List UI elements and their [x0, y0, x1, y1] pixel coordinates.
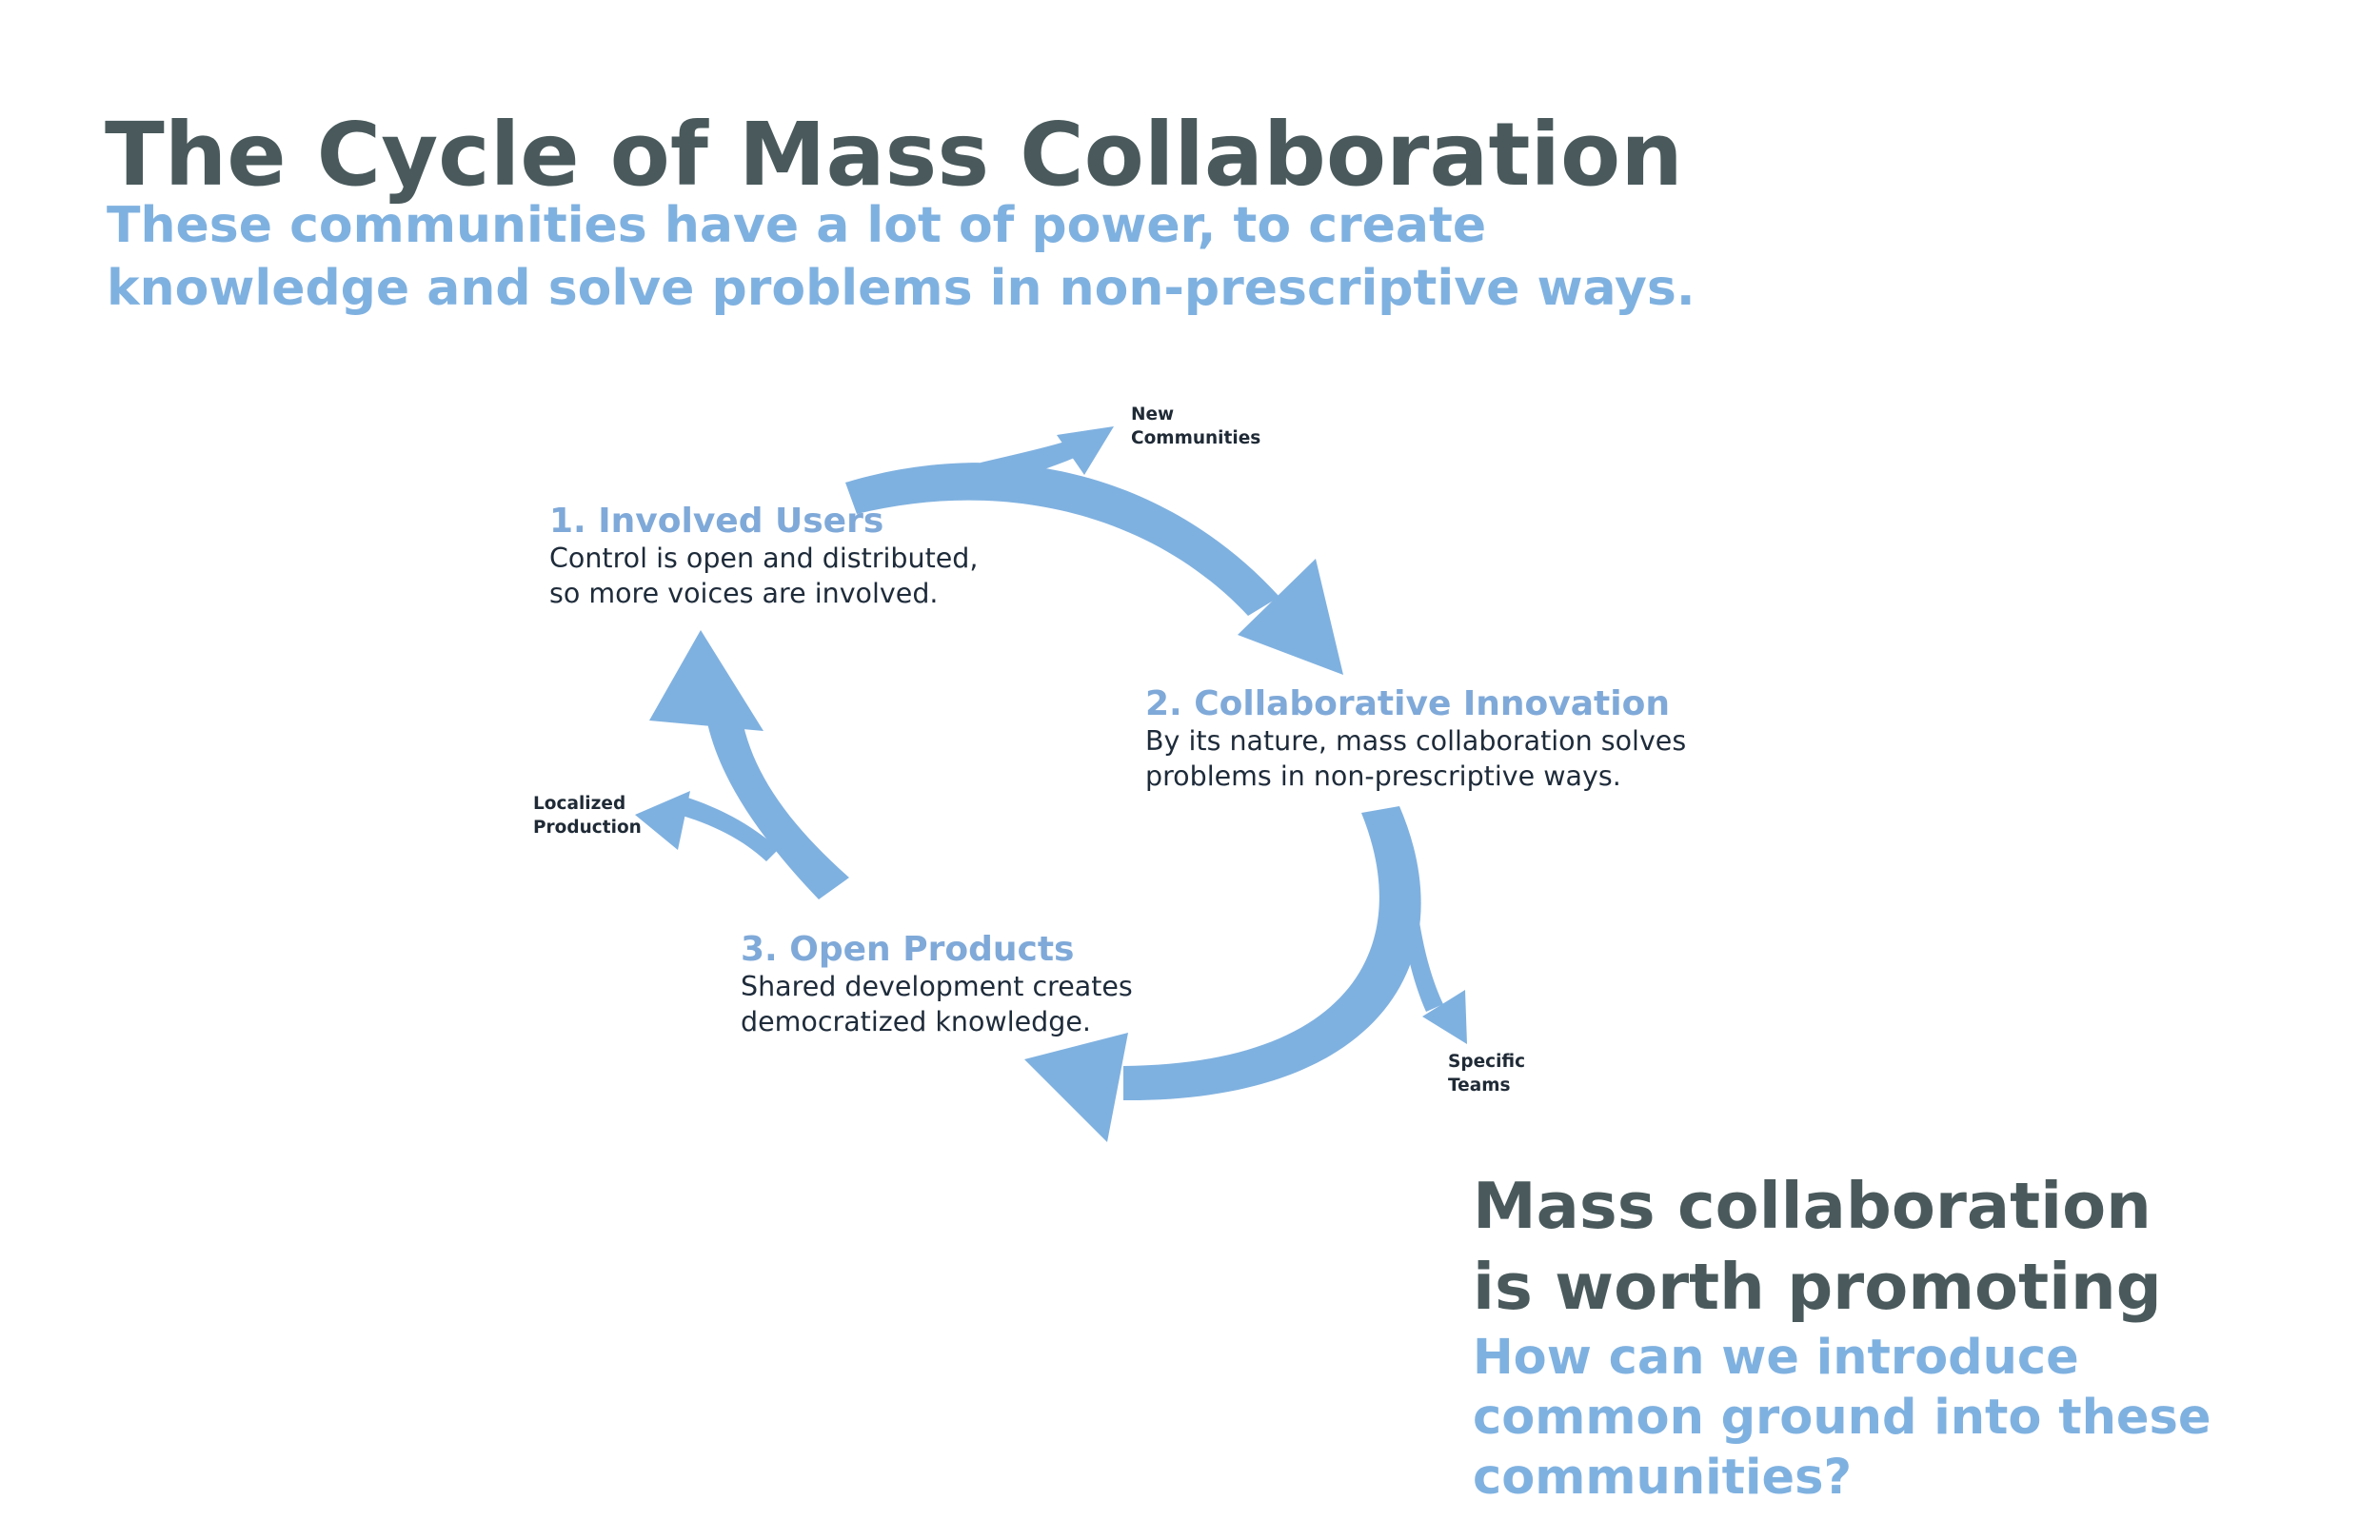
branch-label-line: Communities — [1131, 428, 1261, 448]
branch-arrow-specific-teams — [1399, 902, 1443, 1012]
stage-collaborative-innovation: 2. Collaborative Innovation By its natur… — [1145, 685, 1716, 794]
stage-involved-users: 1. Involved Users Control is open and di… — [549, 503, 1006, 611]
page-subtitle: These communities have a lot of power, t… — [107, 197, 1696, 317]
branch-label-new-communities: New Communities — [1131, 403, 1283, 450]
stage-description: Shared development creates democratized … — [741, 971, 1133, 1037]
cycle-arrow-users-to-innovation — [845, 463, 1279, 616]
stage-title: 3. Open Products — [741, 930, 1075, 969]
branch-label-specific-teams: Specific Teams — [1448, 1050, 1600, 1097]
branch-arrowhead-new-communities — [1057, 426, 1114, 475]
branch-label-localized-production: Localized Production — [533, 792, 685, 839]
branch-label-line: Specific — [1448, 1052, 1526, 1072]
branch-arrowhead-localized-production — [635, 791, 690, 850]
branch-arrowhead-specific-teams — [1422, 990, 1467, 1044]
cycle-arrow-innovation-to-products — [1123, 806, 1421, 1101]
stage-title: 1. Involved Users — [549, 502, 884, 541]
conclusion-headline-line: Mass collaboration — [1473, 1169, 2152, 1243]
page-title: The Cycle of Mass Collaboration — [105, 104, 1683, 206]
stage-description: By its nature, mass collaboration solves… — [1145, 725, 1687, 792]
conclusion-question: How can we introduce common ground into … — [1473, 1330, 2211, 1506]
branch-label-line: Localized — [533, 794, 626, 814]
conclusion-block: Mass collaboration is worth promoting Ho… — [1473, 1166, 2311, 1508]
stage-open-products: 3. Open Products Shared development crea… — [741, 931, 1150, 1039]
branch-label-line: New — [1131, 405, 1175, 424]
branch-label-line: Teams — [1448, 1076, 1511, 1096]
stage-description: Control is open and distributed, so more… — [549, 543, 979, 609]
branch-arrow-new-communities — [981, 440, 1077, 484]
stage-title: 2. Collaborative Innovation — [1145, 684, 1670, 723]
cycle-arrowhead-users — [649, 630, 764, 731]
cycle-arrowhead-innovation — [1238, 559, 1343, 675]
cycle-arrow-products-to-users — [706, 711, 849, 899]
cycle-arrowhead-products — [1024, 1033, 1128, 1142]
conclusion-headline-line: is worth promoting — [1473, 1250, 2162, 1324]
branch-label-line: Production — [533, 818, 642, 838]
branch-arrow-localized-production — [676, 796, 779, 861]
